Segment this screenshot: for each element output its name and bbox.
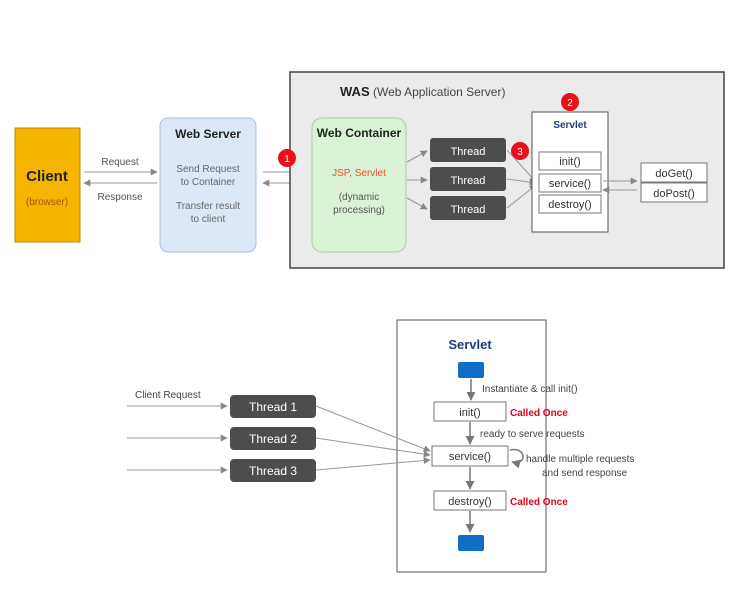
top-thread-1 [430, 138, 506, 162]
top-destroy-label: destroy() [548, 199, 591, 211]
thread-service-arrow-2 [506, 178, 537, 186]
lifecycle-init-box [433, 401, 507, 422]
web-server-box [159, 117, 257, 253]
ready-label: ready to serve requests [480, 429, 585, 440]
doget-box [640, 162, 708, 183]
top-thread-2 [430, 167, 506, 191]
top-thread-2-label: Thread [451, 175, 486, 187]
lifecycle-service-label: service() [449, 451, 491, 463]
top-service-box [538, 173, 602, 193]
top-thread-3 [430, 196, 506, 220]
bottom-thread-2-label: Thread 2 [249, 432, 297, 446]
lifecycle-start-node [458, 362, 484, 378]
web-container-title: Web Container [317, 126, 402, 140]
service-loop-arrow [509, 448, 524, 469]
handle-label-2: and send response [542, 468, 628, 479]
dopost-label: doPost() [653, 188, 695, 200]
bottom-thread-3-label: Thread 3 [249, 464, 297, 478]
thread-service-arrow-1 [506, 149, 537, 183]
lifecycle-thread-arrow-1 [315, 405, 431, 452]
lifecycle-thread-arrow-2 [315, 437, 431, 458]
lifecycle-service-box [431, 445, 509, 467]
web-server-title: Web Server [175, 127, 241, 141]
thread-service-arrow-3 [506, 184, 537, 209]
lifecycle-thread-arrow-3 [315, 457, 431, 471]
web-server-line2: to Container [181, 177, 236, 188]
web-server-line3: Transfer result [176, 201, 240, 212]
response-label: Response [97, 192, 142, 203]
was-title: WAS (Web Application Server) [340, 84, 505, 99]
dopost-box [640, 182, 708, 203]
doget-label: doGet() [655, 168, 692, 180]
lifecycle-destroy-label: destroy() [448, 496, 491, 508]
web-container-box [311, 117, 407, 253]
top-destroy-box [538, 194, 602, 214]
client-title: Client [26, 168, 68, 185]
web-container-desc2: processing) [333, 205, 385, 216]
lifecycle-end-node [458, 535, 484, 551]
top-service-label: service() [549, 178, 591, 190]
instantiate-label: Instantiate & call init() [482, 384, 578, 395]
client-box [14, 127, 81, 243]
web-container-tech: JSP, Servlet [332, 168, 386, 179]
badge-2-label: 2 [567, 98, 573, 109]
top-servlet-title: Servlet [553, 120, 587, 131]
web-container-desc1: (dynamic [339, 192, 380, 203]
lifecycle-init-label: init() [459, 407, 480, 419]
bottom-thread-2 [230, 427, 316, 450]
bottom-thread-3 [230, 459, 316, 482]
request-label: Request [101, 157, 138, 168]
badge-1-label: 1 [284, 154, 290, 165]
client-request-label: Client Request [135, 390, 201, 401]
web-server-line1: Send Request [176, 164, 240, 175]
badge-1 [278, 149, 296, 167]
handle-label-1: handle multiple requests [526, 454, 634, 465]
init-called-once: Called Once [510, 408, 568, 419]
badge-3-label: 3 [517, 147, 523, 158]
lifecycle-servlet-title: Servlet [448, 337, 492, 352]
lifecycle-destroy-box [433, 490, 507, 511]
destroy-called-once: Called Once [510, 497, 568, 508]
bottom-thread-1-label: Thread 1 [249, 400, 297, 414]
badge-3 [511, 142, 529, 160]
top-init-label: init() [559, 156, 580, 168]
top-init-box [538, 151, 602, 171]
top-thread-1-label: Thread [451, 146, 486, 158]
container-thread-arrow-3 [406, 197, 428, 210]
client-subtitle: (browser) [26, 197, 68, 208]
badge-2 [561, 93, 579, 111]
top-thread-3-label: Thread [451, 204, 486, 216]
web-server-line4: to client [191, 214, 226, 225]
bottom-thread-1 [230, 395, 316, 418]
container-thread-arrow-1 [406, 150, 428, 163]
